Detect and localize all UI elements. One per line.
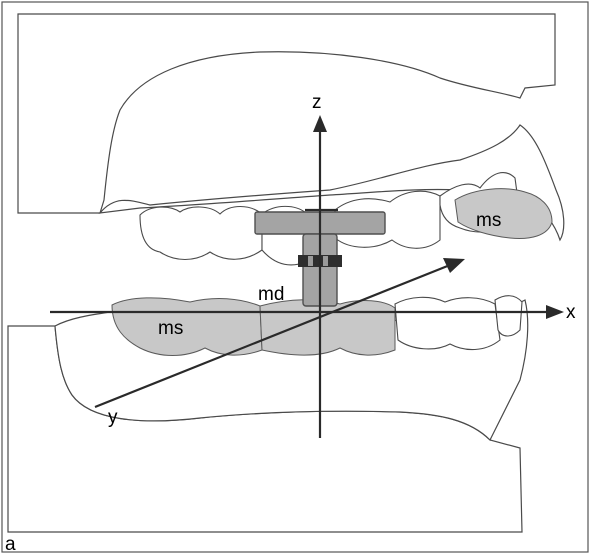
x-axis-arrowhead: [546, 305, 564, 319]
panel-label: a: [5, 534, 16, 554]
x-axis-label: x: [566, 302, 576, 323]
y-axis-label: y: [108, 407, 118, 428]
z-axis-arrowhead: [313, 115, 327, 132]
ms-lower-label: ms: [158, 318, 183, 339]
ms-upper-label: ms: [476, 210, 501, 231]
md-label: md: [258, 284, 284, 305]
z-axis-label: z: [312, 92, 322, 113]
